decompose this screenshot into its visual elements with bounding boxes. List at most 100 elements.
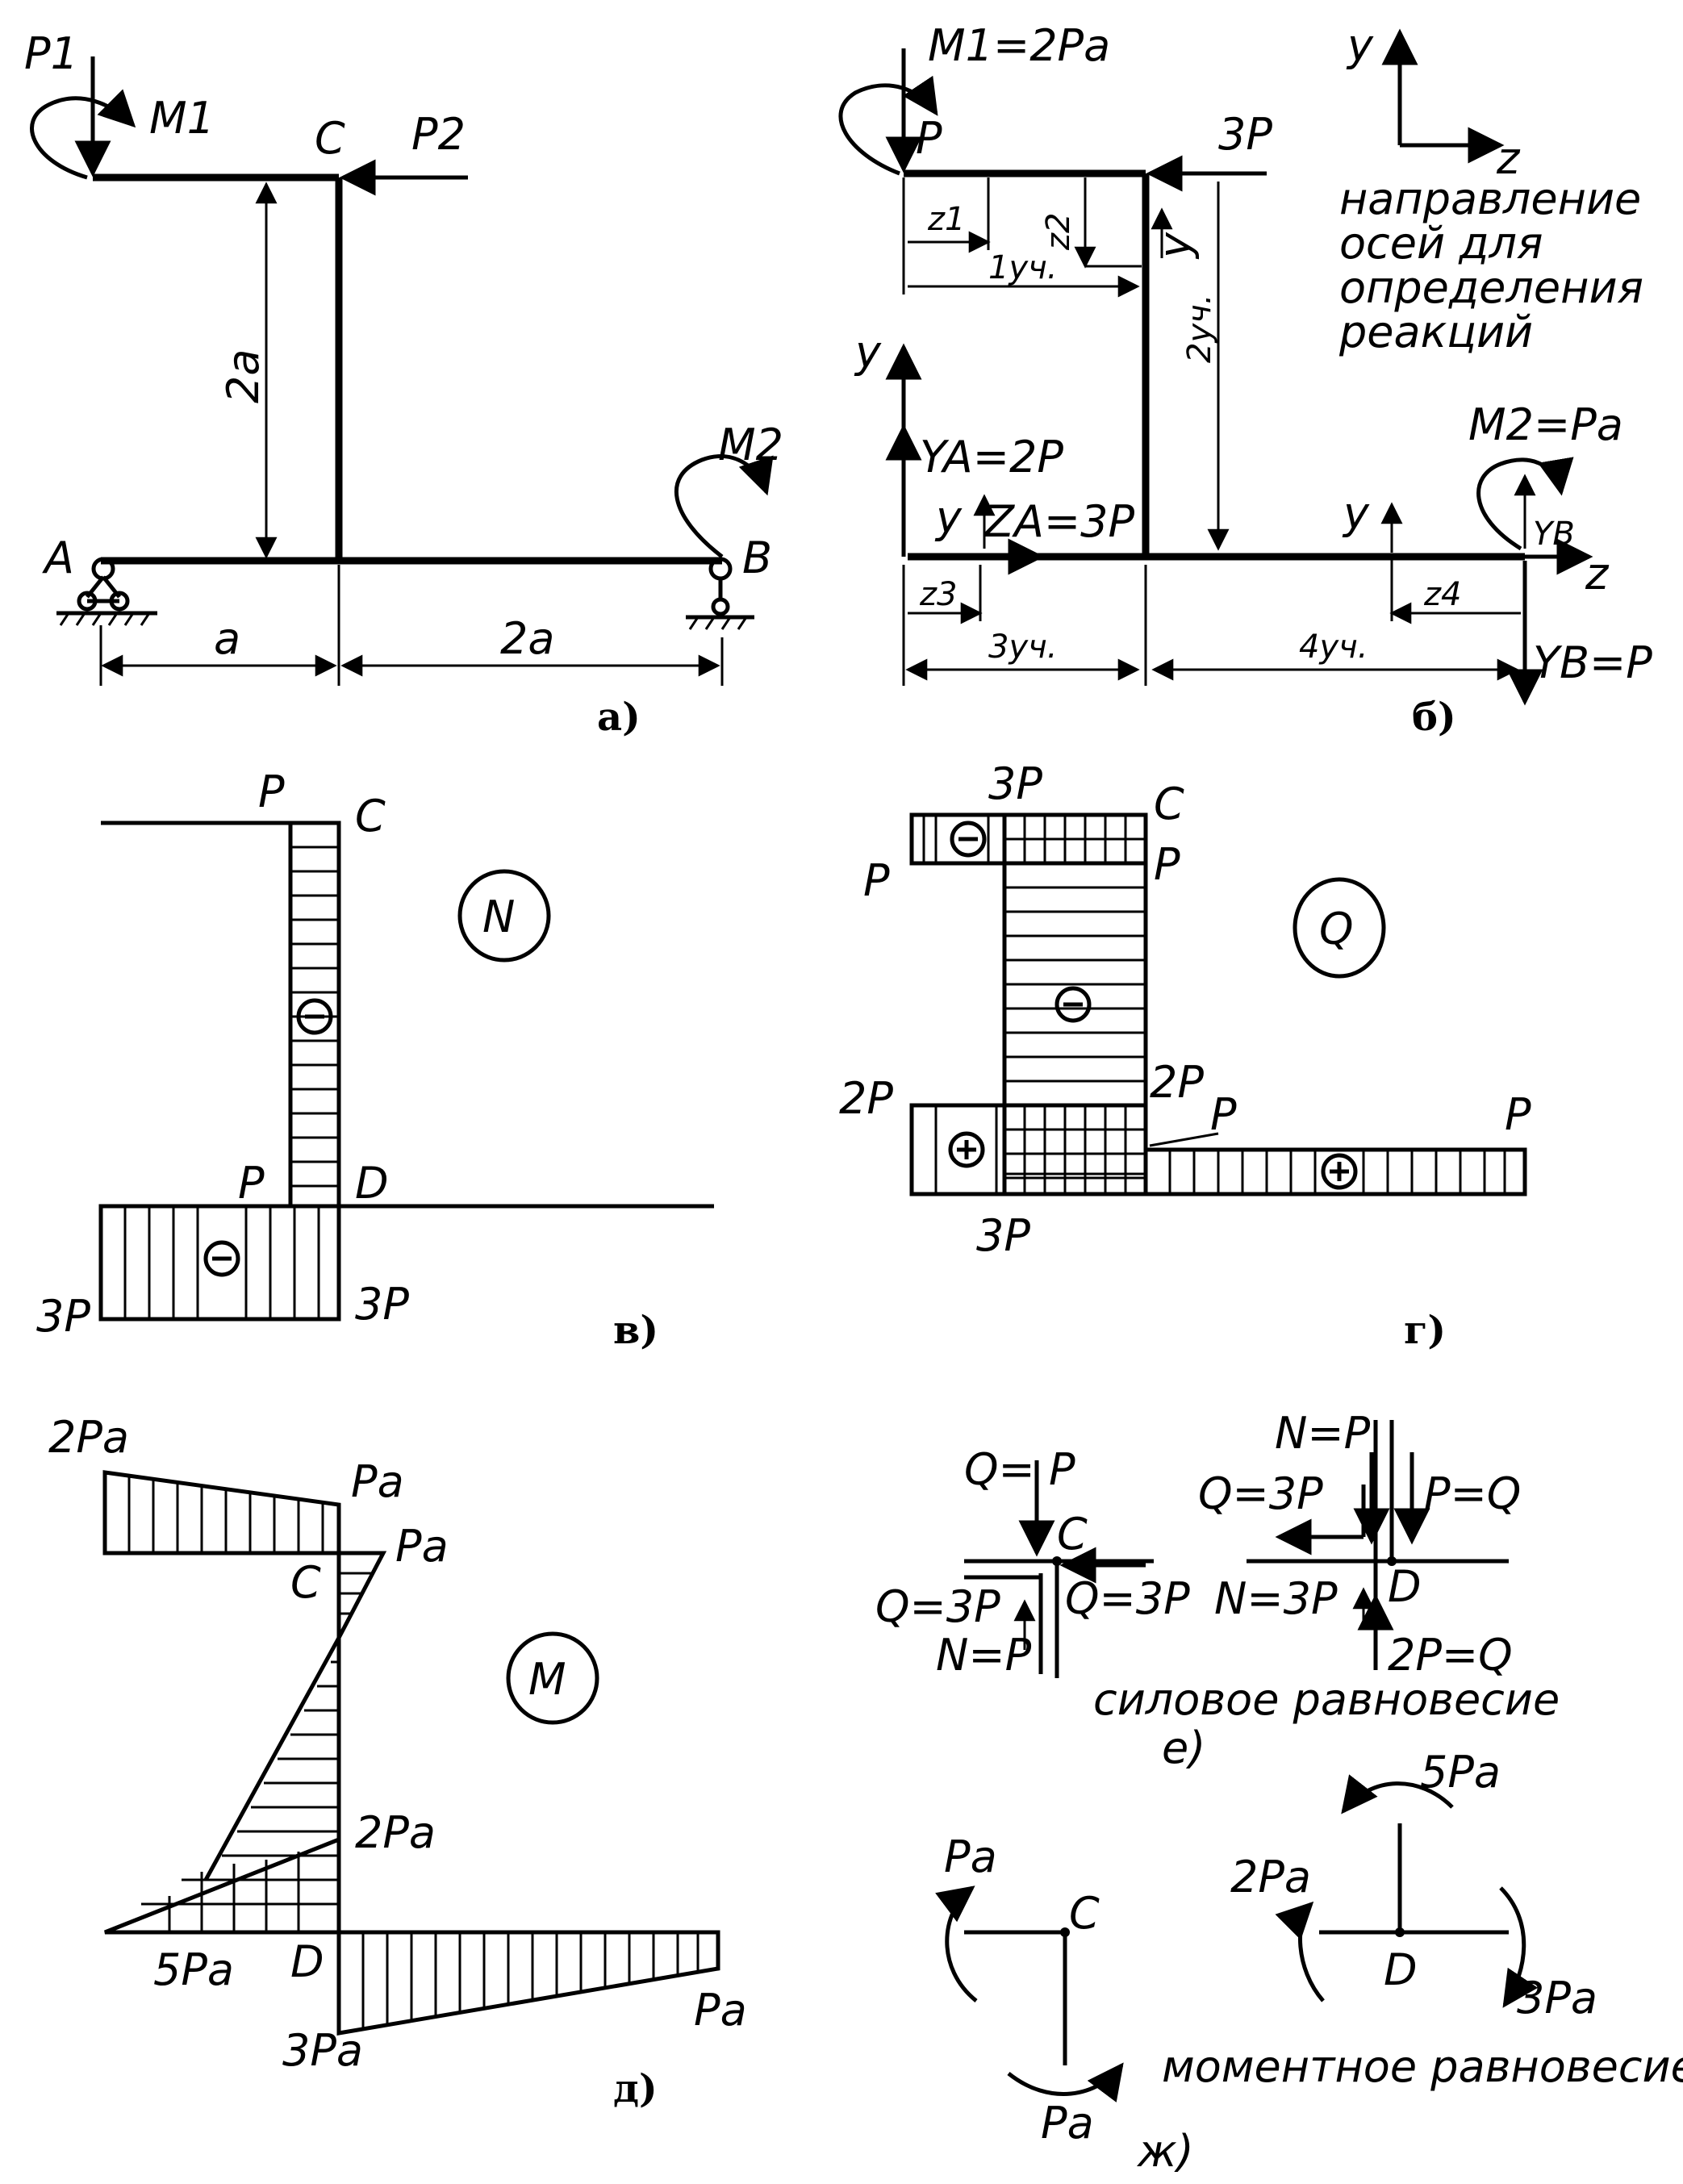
caption-d: д) — [613, 2066, 658, 2111]
label-q-2p-mid: 2P — [1150, 1057, 1204, 1108]
label-yb: YB=P — [1533, 637, 1652, 688]
label-z1: z1 — [927, 201, 965, 238]
label-q-p-right: P — [1154, 839, 1180, 890]
label-q-p-beam: P — [1210, 1089, 1237, 1140]
label-zh-c: C — [1069, 1888, 1100, 1939]
label-n-p-mid: P — [238, 1158, 265, 1209]
label-q-p-end: P — [1505, 1089, 1531, 1140]
panel-v-axial-force-diagram: P C N P D 3P 3P в) — [36, 766, 714, 1353]
axes-y: y — [1346, 20, 1374, 71]
label-c: C — [315, 113, 345, 164]
label-m2: M2 — [718, 420, 783, 470]
label-q-2p-left: 2P — [839, 1073, 893, 1124]
label-m-c: C — [290, 1557, 321, 1608]
label-dim-a: a — [214, 613, 240, 664]
label-e-q3p-left: Q=3P — [875, 1581, 1000, 1632]
label-e-n3p: N=3P — [1214, 1573, 1338, 1624]
caption-v: в) — [613, 1308, 658, 1353]
label-q-c: C — [1154, 779, 1184, 829]
panel-g-shear-force-diagram: 3P C P P Q 2P 2P P P 3P г) — [839, 758, 1531, 1353]
label-e-q3p-2: Q=3P — [1198, 1468, 1323, 1519]
label-yb-arrow: YB — [1533, 516, 1575, 553]
panel-d-bending-moment-diagram: 2Pa Pa Pa C M 2Pa 5Pa D Pa 3Pa д) — [48, 1412, 747, 2111]
label-zh-pa-bot: Pa — [1041, 2098, 1094, 2149]
label-za: ZA=3P — [983, 496, 1135, 547]
label-e-p: P — [1049, 1444, 1075, 1495]
label-sec2: 2уч. — [1181, 294, 1218, 363]
label-a: A — [42, 532, 74, 583]
label-m-pa-end: Pa — [694, 1985, 747, 2036]
m1-moment-arrow — [30, 89, 136, 180]
label-q-p-left: P — [863, 855, 890, 906]
label-z-axis: z — [1585, 549, 1610, 599]
label-m-2pa-mid: 2Pa — [355, 1807, 436, 1858]
label-z4: z4 — [1423, 576, 1461, 613]
label-y-top: y — [1150, 232, 1201, 260]
label-3p: 3P — [1218, 109, 1272, 160]
label-e-d: D — [1388, 1561, 1422, 1612]
label-p1: P1 — [24, 28, 78, 79]
q-hatch-bottom — [934, 1105, 1146, 1194]
label-ya: YA=2P — [920, 432, 1063, 482]
label-e-n-p: N=P — [936, 1630, 1032, 1681]
axes-note-3: определения — [1339, 262, 1643, 313]
label-zh-d: D — [1384, 1944, 1418, 1995]
label-dim-2a: 2a — [500, 613, 554, 664]
n-hatch-column — [290, 846, 339, 1188]
n-hatch-beam — [123, 1206, 320, 1319]
m-hatch-beam — [361, 1932, 700, 2029]
label-zh-3pa: 3Pa — [1517, 1973, 1597, 2023]
support-a — [56, 557, 157, 626]
label-2a-vertical: 2a — [218, 349, 269, 403]
label-z3: z3 — [919, 576, 957, 613]
panel-e-force-equilibrium: Q= P C Q=3P Q=3P N=P N=P Q=3P P=Q D N=3P… — [875, 1408, 1560, 1773]
label-e-p-q: P=Q — [1424, 1468, 1521, 1519]
caption-a: а) — [597, 695, 641, 740]
label-m-d: D — [290, 1936, 324, 1987]
label-q-symbol: Q — [1319, 904, 1354, 954]
label-y-right: y — [1342, 488, 1370, 539]
label-n-3p-right: 3P — [355, 1279, 409, 1330]
label-e-n-p2: N=P — [1275, 1408, 1371, 1459]
label-y-mid: y — [934, 492, 963, 543]
label-e-q-eq: Q= — [964, 1444, 1035, 1495]
q-hatch-top — [922, 815, 1146, 863]
label-zh-5pa: 5Pa — [1420, 1747, 1501, 1798]
label-p2: P2 — [411, 109, 466, 160]
label-sec1: 1уч. — [988, 249, 1057, 286]
label-y-left: y — [854, 327, 882, 378]
support-b — [686, 557, 754, 630]
label-q-3p-bot: 3P — [976, 1210, 1030, 1261]
label-sec4: 4уч. — [1299, 628, 1368, 666]
label-n-c: C — [355, 791, 386, 841]
label-n-p-top: P — [258, 766, 285, 817]
label-e-c: C — [1057, 1509, 1088, 1560]
label-sec3: 3уч. — [988, 628, 1057, 666]
label-z2: z2 — [1040, 213, 1077, 251]
label-m1: M1 — [149, 93, 215, 144]
label-m-pa-top: Pa — [351, 1456, 404, 1507]
label-m-5pa: 5Pa — [153, 1944, 234, 1995]
label-m-3pa: 3Pa — [282, 2025, 363, 2076]
q-hatch-beam — [1168, 1150, 1506, 1194]
caption-b: б) — [1412, 695, 1456, 740]
axes-note-4: реакций — [1338, 307, 1533, 357]
label-e-caption-text: силовое равновесие — [1093, 1674, 1560, 1725]
label-m-2pa-top: 2Pa — [48, 1412, 129, 1463]
panel-b-calculation-scheme: M1=2Pa P 3P z1 z2 y 1уч. 2уч. y YA=2P y … — [838, 20, 1652, 740]
label-zh-pa-top: Pa — [944, 1831, 997, 1882]
axes-note-2: осей для — [1339, 218, 1543, 269]
panel-zh-moment-equilibrium: Pa C Pa 5Pa 2Pa D 3Pa моментное равновес… — [935, 1747, 1683, 2177]
label-p: P — [916, 113, 942, 164]
axes-note-1: направление — [1339, 173, 1641, 224]
m-hatch-top — [127, 1476, 324, 1553]
m2-moment-arrow — [674, 454, 774, 558]
label-b: B — [742, 532, 772, 583]
label-m1-eq: M1=2Pa — [928, 20, 1110, 71]
label-e-2p-q: 2P=Q — [1388, 1630, 1513, 1681]
label-n-d: D — [355, 1158, 389, 1209]
axes-z: z — [1496, 133, 1521, 184]
caption-zh: ж) — [1136, 2126, 1194, 2177]
label-m-symbol: M — [528, 1654, 566, 1705]
